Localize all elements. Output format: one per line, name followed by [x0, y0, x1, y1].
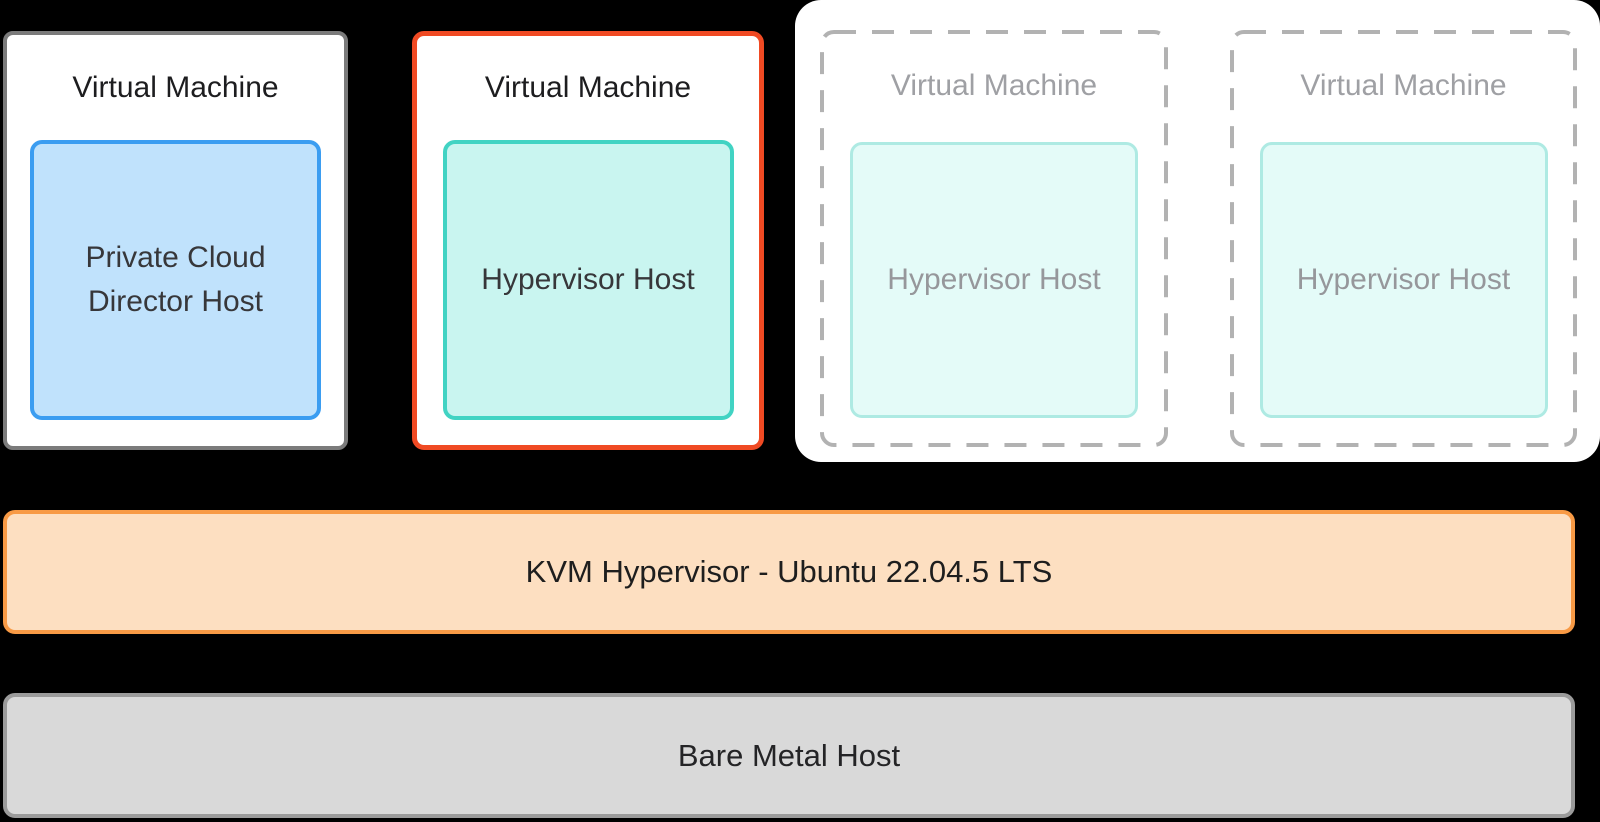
- vm-card-hypervisor-highlighted: Virtual Machine Hypervisor Host: [412, 31, 764, 450]
- hypervisor-host-box-planned: Hypervisor Host: [850, 142, 1138, 418]
- private-cloud-director-host-box: Private Cloud Director Host: [30, 140, 321, 420]
- hypervisor-host-box: Hypervisor Host: [442, 140, 734, 420]
- vm-title: Virtual Machine: [890, 69, 1098, 102]
- bare-metal-host-layer: Bare Metal Host: [3, 693, 1575, 818]
- vm-title: Virtual Machine: [484, 71, 692, 104]
- kvm-hypervisor-layer: KVM Hypervisor - Ubuntu 22.04.5 LTS: [3, 510, 1575, 634]
- planned-vms-group-panel: Virtual Machine Hypervisor Host Virtual …: [795, 0, 1600, 462]
- vm-title: Virtual Machine: [1300, 69, 1507, 102]
- vm-card-hypervisor-planned-2: Virtual Machine Hypervisor Host: [1230, 30, 1577, 447]
- vm-card-private-cloud-director: Virtual Machine Private Cloud Director H…: [3, 31, 348, 450]
- vm-card-hypervisor-planned-1: Virtual Machine Hypervisor Host: [820, 30, 1168, 447]
- vm-title: Virtual Machine: [72, 70, 279, 104]
- hypervisor-host-box-planned: Hypervisor Host: [1259, 142, 1548, 418]
